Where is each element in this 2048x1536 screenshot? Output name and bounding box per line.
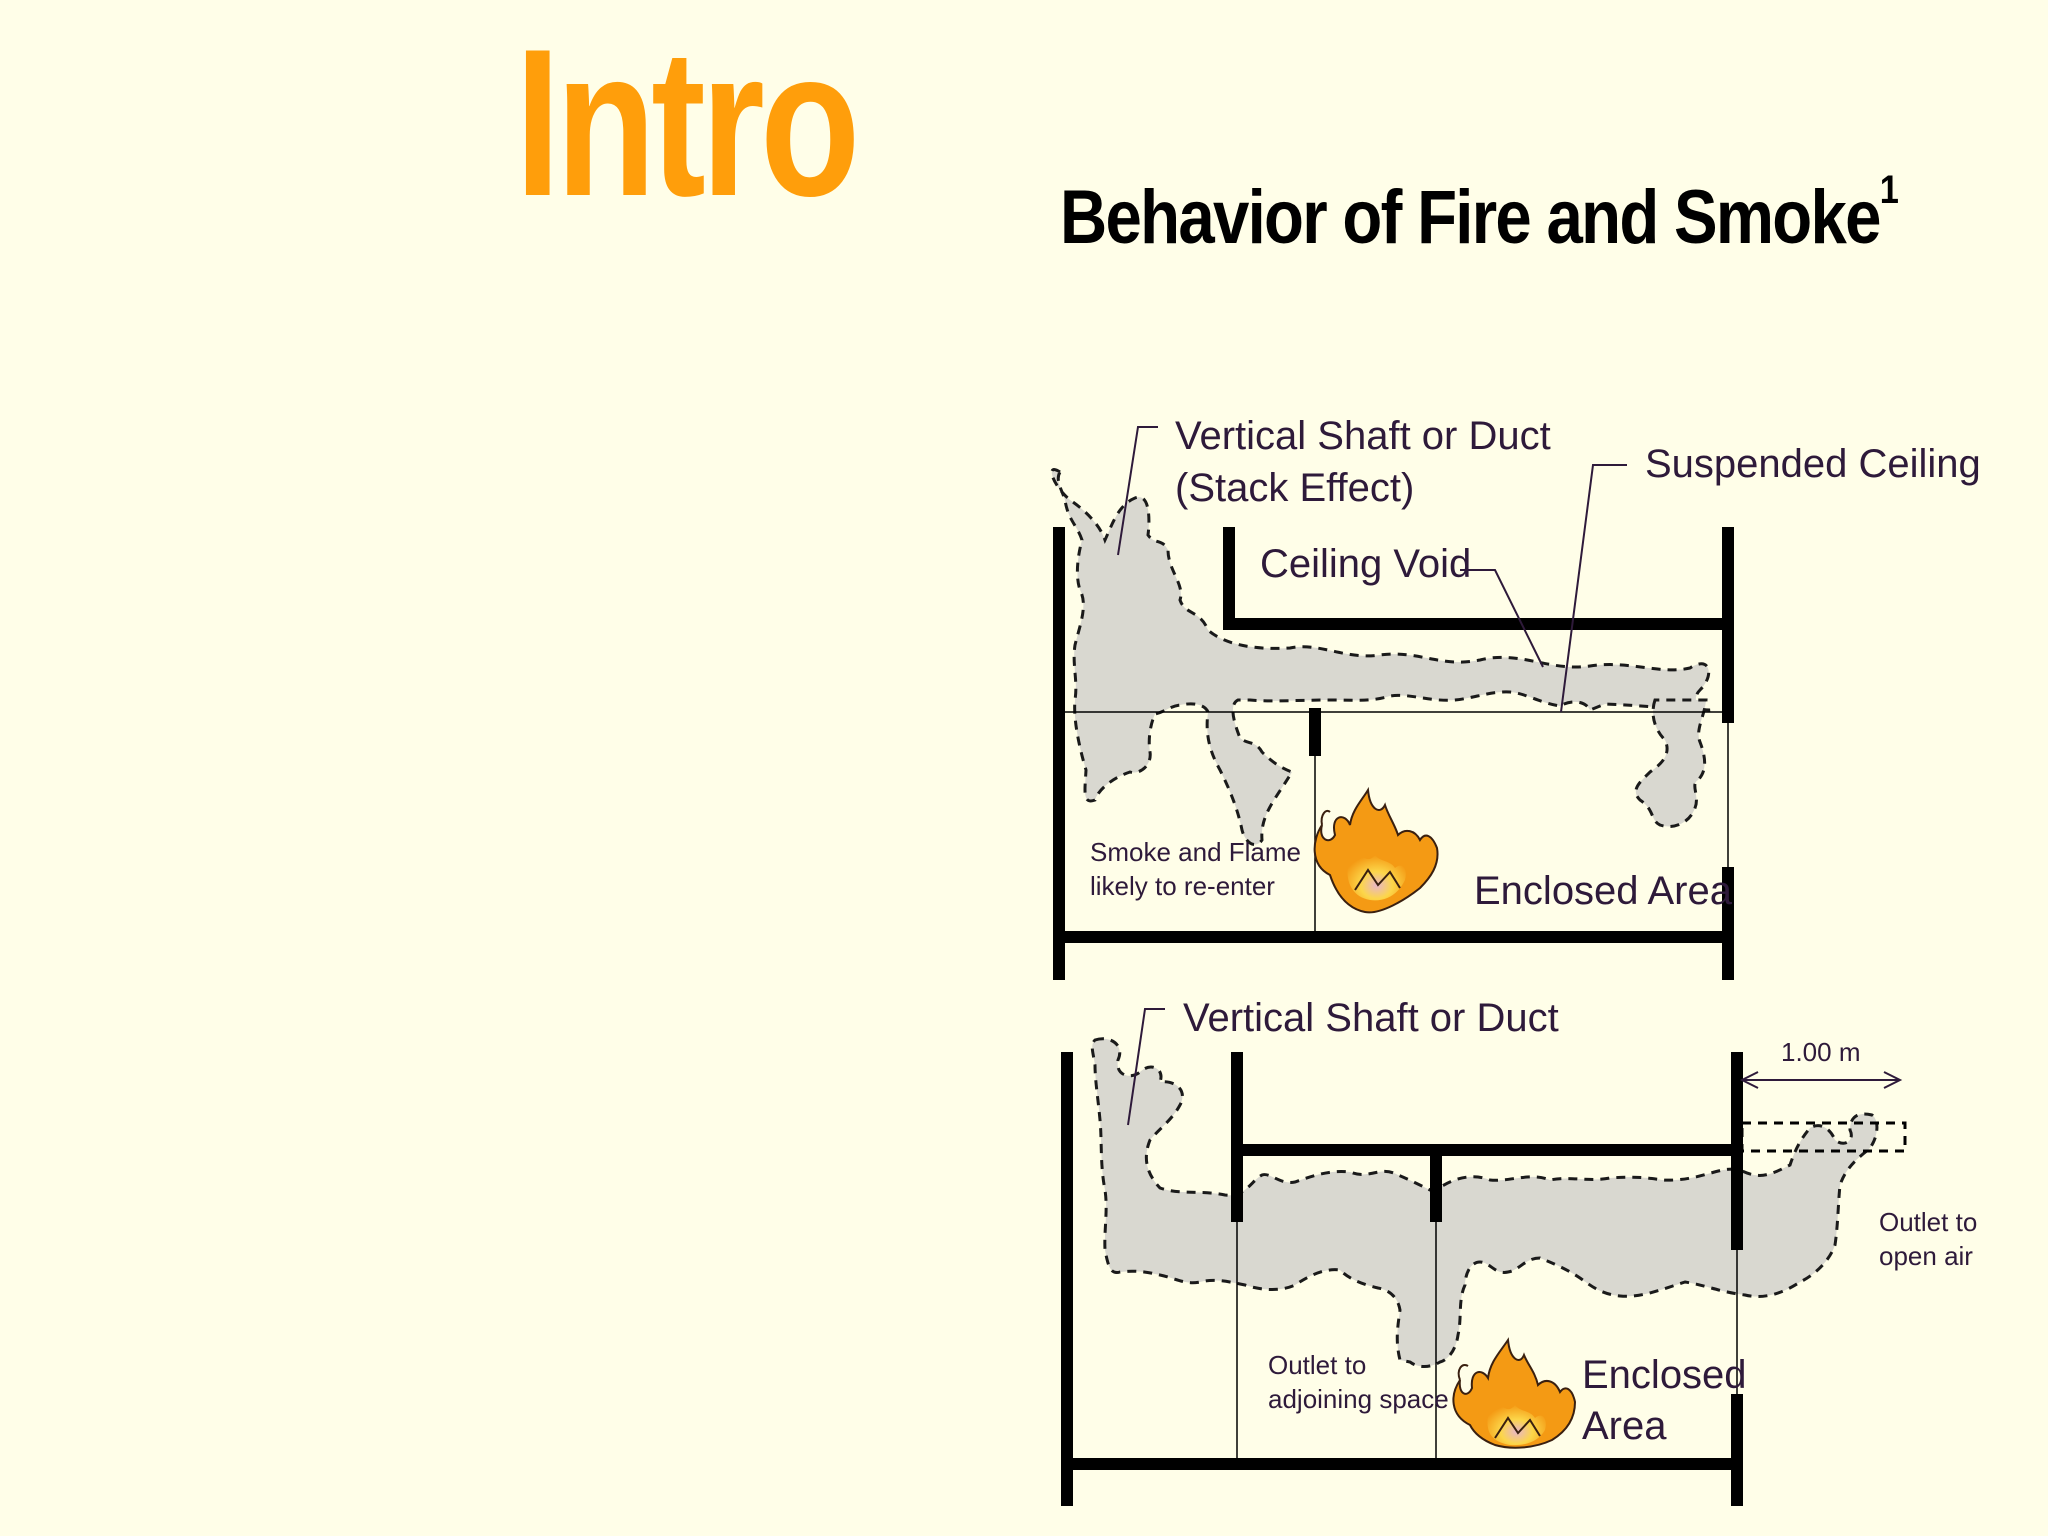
slide-title: Intro <box>515 5 860 240</box>
label-suspended-ceiling: Suspended Ceiling <box>1645 442 1981 486</box>
leader-suspended-ceiling <box>1560 464 1627 713</box>
diagram-top: Vertical Shaft or Duct (Stack Effect) Su… <box>1050 414 1981 980</box>
label-outlet-open-air-2: open air <box>1879 1241 1973 1271</box>
label-outlet-adjoining-1: Outlet to <box>1268 1350 1366 1380</box>
footnote-marker: 1 <box>1879 167 1899 212</box>
slide-subtitle: Behavior of Fire and Smoke1 <box>1060 170 1899 256</box>
label-enclosed-area-bottom-1: Enclosed <box>1582 1353 1747 1397</box>
subtitle-text: Behavior of Fire and Smoke <box>1060 175 1881 260</box>
smoke-plume-right-top <box>1634 698 1708 828</box>
leader-shaft-top <box>1117 426 1158 556</box>
dimension-arrow <box>1739 1071 1903 1089</box>
label-reenter-2: likely to re-enter <box>1090 871 1275 901</box>
label-enclosed-area-bottom-2: Area <box>1582 1404 1667 1448</box>
label-shaft-top-1: Vertical Shaft or Duct <box>1175 414 1551 458</box>
label-dimension: 1.00 m <box>1781 1037 1861 1067</box>
fire-icon <box>1452 1337 1577 1449</box>
smoke-cloud-bottom <box>1090 1037 1879 1368</box>
label-outlet-open-air-1: Outlet to <box>1879 1207 1977 1237</box>
label-shaft-bottom: Vertical Shaft or Duct <box>1183 996 1559 1040</box>
leader-ceiling-void <box>1460 569 1544 668</box>
label-reenter-1: Smoke and Flame <box>1090 837 1301 867</box>
label-shaft-top-2: (Stack Effect) <box>1175 466 1414 510</box>
label-outlet-adjoining-2: adjoining space <box>1268 1384 1449 1414</box>
leader-shaft-bottom <box>1127 1008 1165 1126</box>
label-enclosed-area-top: Enclosed Area <box>1474 869 1733 913</box>
label-ceiling-void: Ceiling Void <box>1260 542 1471 586</box>
diagram-bottom: Vertical Shaft or Duct 1.00 m Outlet to … <box>1061 996 1977 1506</box>
smoke-cloud-top <box>1050 468 1711 846</box>
fire-icon <box>1313 786 1439 914</box>
